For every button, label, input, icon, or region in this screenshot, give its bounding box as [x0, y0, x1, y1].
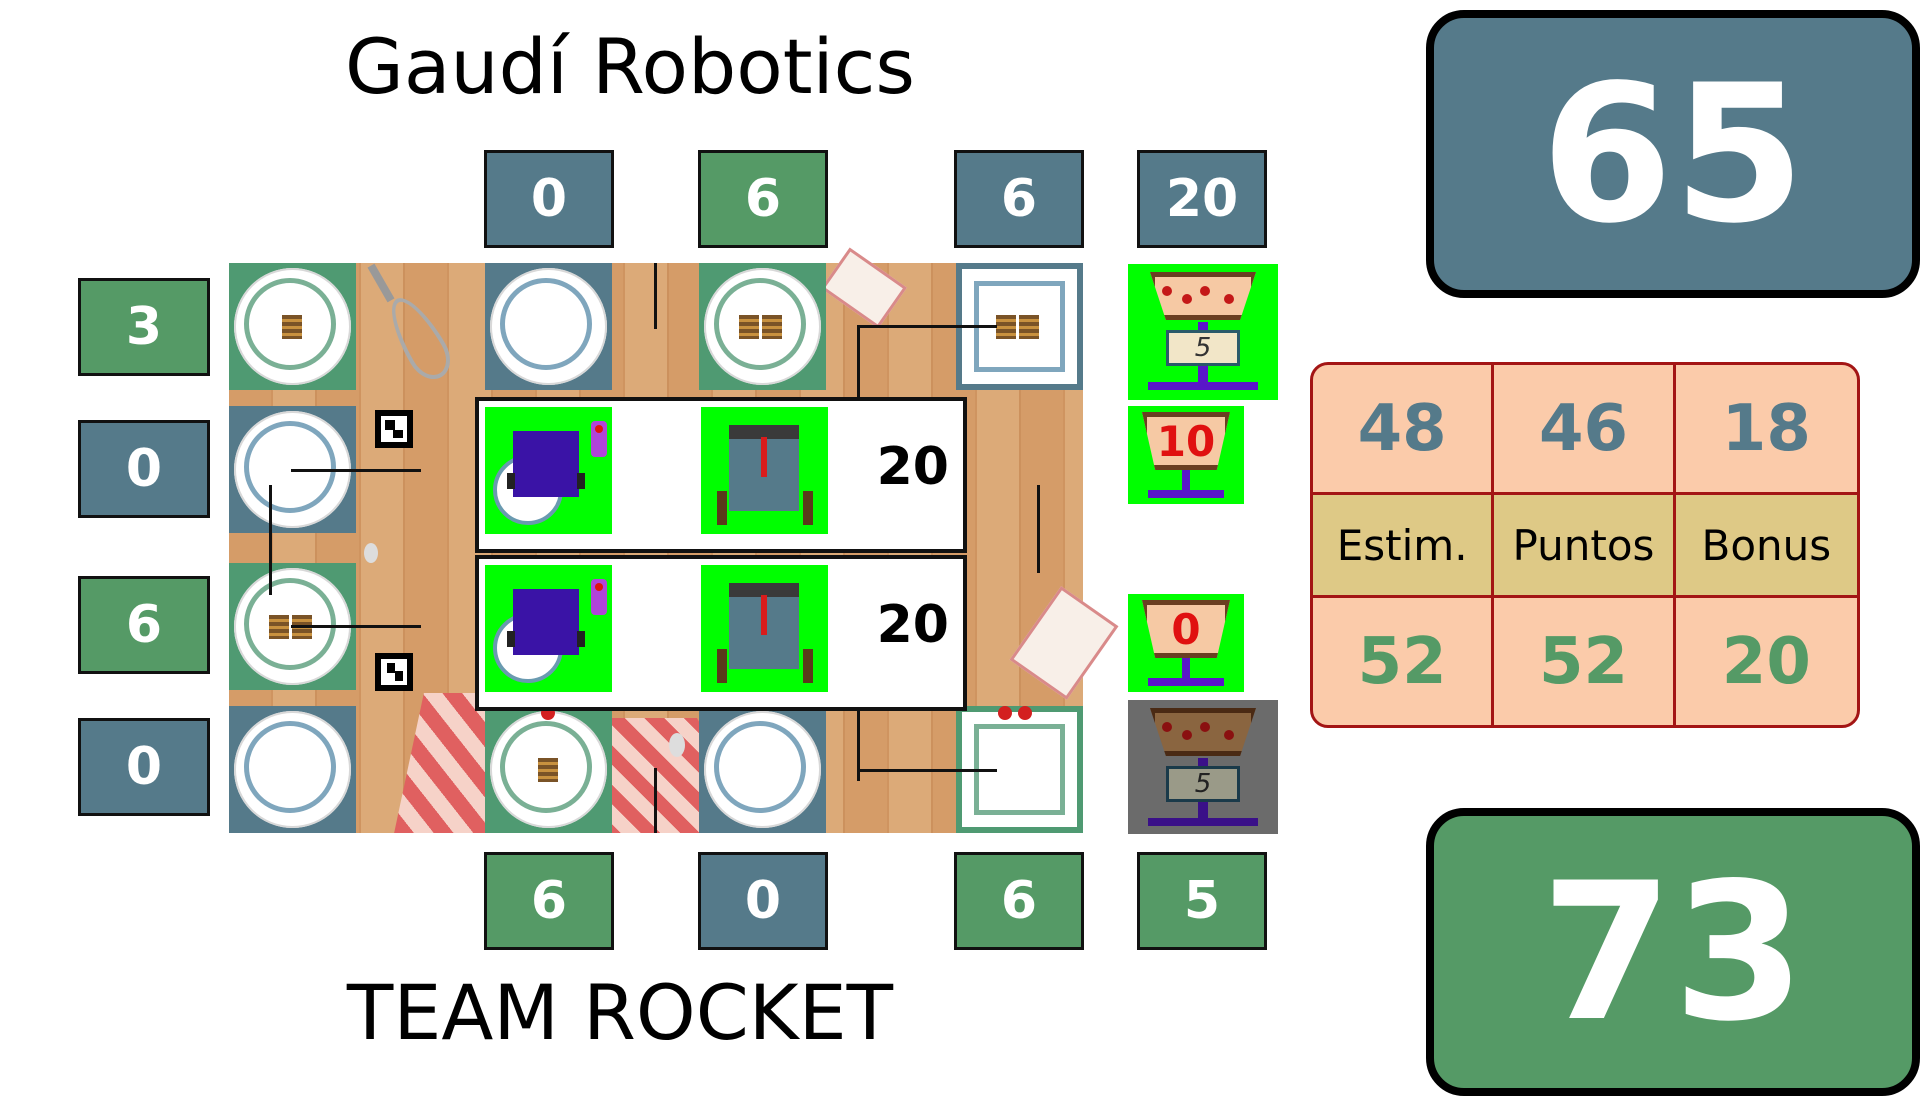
left-score-box-3: 6 — [78, 576, 210, 674]
top-score-box-4: 20 — [1137, 150, 1267, 248]
stats-table: 48 46 18 Estim. Puntos Bonus 52 52 20 — [1310, 362, 1860, 728]
cherry-scale-top: 5 — [1166, 330, 1240, 366]
stat-top-puntos: 46 — [1494, 365, 1676, 495]
bottom-score-box-3: 6 — [954, 852, 1084, 950]
napkin-2 — [1009, 586, 1119, 700]
cherry-basket-bottom: 5 — [1128, 700, 1278, 834]
top-score-box-3: 6 — [954, 150, 1084, 248]
bottom-score-box-1: 6 — [484, 852, 614, 950]
robot-panel-2-points: 20 — [876, 595, 949, 655]
plate-cell-1-1 — [229, 263, 356, 390]
spoon-2 — [669, 733, 685, 757]
stat-bottom-puntos: 52 — [1494, 598, 1676, 725]
plate-cell-1-4 — [229, 706, 356, 833]
spoon — [364, 543, 378, 563]
connector-line — [269, 485, 272, 595]
stat-label-bonus: Bonus — [1675, 495, 1857, 598]
robot-icon-4 — [701, 565, 828, 692]
cherry-count-mid-2: 0 — [1142, 600, 1230, 658]
connector-line — [857, 769, 997, 772]
stat-bottom-estim: 52 — [1313, 598, 1495, 725]
stat-top-estim: 48 — [1313, 365, 1495, 495]
bottom-team-total-score: 73 — [1426, 808, 1920, 1096]
whisk-handle — [367, 263, 395, 303]
connector-line — [1037, 485, 1040, 573]
plate-cell-3-1 — [699, 263, 826, 390]
stat-bottom-bonus: 20 — [1721, 624, 1811, 699]
bottom-score-box-2: 0 — [698, 852, 828, 950]
top-score-box-2: 6 — [698, 150, 828, 248]
robot-icon-1 — [485, 407, 612, 534]
robot-icon-3 — [485, 565, 612, 692]
game-board: 20 20 — [229, 247, 1119, 833]
cherry-scale-bottom: 5 — [1166, 766, 1240, 802]
top-team-total-score: 65 — [1426, 10, 1920, 298]
cherry-count-mid-1: 10 — [1142, 412, 1230, 470]
whisk — [379, 289, 459, 387]
robot-panel-1-points: 20 — [876, 437, 949, 497]
connector-line — [654, 263, 657, 329]
connector-line — [291, 469, 421, 472]
robot-icon-2 — [701, 407, 828, 534]
cherry-basket-mid-2: 0 — [1128, 594, 1244, 692]
top-team-name: Gaudí Robotics — [344, 22, 916, 111]
plate-cell-2-1 — [485, 263, 612, 390]
napkin — [820, 247, 908, 329]
robot-panel-2: 20 — [475, 555, 967, 711]
stat-label-puntos: Puntos — [1494, 495, 1676, 598]
connector-line — [291, 625, 421, 628]
connector-line — [857, 325, 997, 328]
stat-label-estim: Estim. — [1313, 495, 1495, 598]
connector-line — [654, 768, 657, 833]
bottom-score-box-4: 5 — [1137, 852, 1267, 950]
robot-panel-1: 20 — [475, 397, 967, 553]
left-score-box-4: 0 — [78, 718, 210, 816]
cherry-basket-mid-1: 10 — [1128, 406, 1244, 504]
plate-cell-2-4 — [485, 706, 612, 833]
stat-top-bonus: 18 — [1675, 365, 1857, 495]
aruco-marker-1 — [375, 410, 413, 448]
bottom-team-name: TEAM ROCKET — [346, 968, 894, 1057]
left-score-box-2: 0 — [78, 420, 210, 518]
plate-cell-3-4 — [699, 706, 826, 833]
top-score-box-1: 0 — [484, 150, 614, 248]
aruco-marker-2 — [375, 653, 413, 691]
connector-line — [857, 325, 860, 405]
left-score-box-1: 3 — [78, 278, 210, 376]
connector-line — [857, 703, 860, 781]
cherry-basket-top: 5 — [1128, 264, 1278, 400]
